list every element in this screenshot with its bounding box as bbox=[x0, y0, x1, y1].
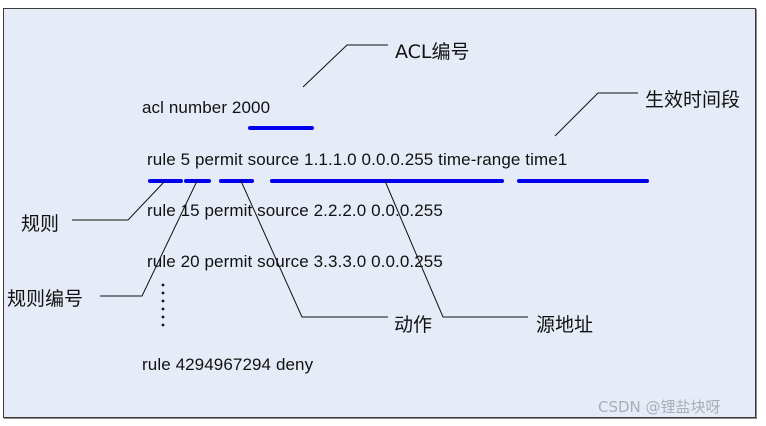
acl-number-line: acl number 2000 bbox=[142, 98, 271, 117]
watermark: CSDN @锂盐块呀 bbox=[598, 398, 721, 416]
leader-action bbox=[240, 180, 388, 318]
leader-time-range bbox=[554, 92, 638, 137]
label-rule-id: 规则编号 bbox=[7, 288, 84, 310]
label-source-address: 源地址 bbox=[536, 314, 594, 336]
rule-15-line: rule 15 permit source 2.2.2.0 0.0.0.255 bbox=[147, 201, 443, 220]
label-rule: 规则 bbox=[21, 213, 60, 235]
label-acl-id: ACL编号 bbox=[395, 41, 470, 63]
leader-rule bbox=[72, 180, 166, 221]
ellipsis-dots bbox=[161, 283, 165, 327]
rule-20-line: rule 20 permit source 3.3.3.0 0.0.0.255 bbox=[147, 252, 443, 271]
highlight-underlines bbox=[148, 126, 649, 183]
leader-rule-id bbox=[100, 180, 198, 297]
diagram-frame bbox=[3, 8, 756, 418]
leader-source-address bbox=[384, 180, 528, 318]
leader-acl-id bbox=[302, 44, 388, 88]
label-time-range: 生效时间段 bbox=[645, 89, 741, 111]
rule-default-deny-line: rule 4294967294 deny bbox=[142, 355, 314, 374]
label-action: 动作 bbox=[394, 314, 433, 336]
leader-lines bbox=[72, 44, 638, 318]
rule-5-line: rule 5 permit source 1.1.1.0 0.0.0.255 t… bbox=[147, 150, 568, 169]
